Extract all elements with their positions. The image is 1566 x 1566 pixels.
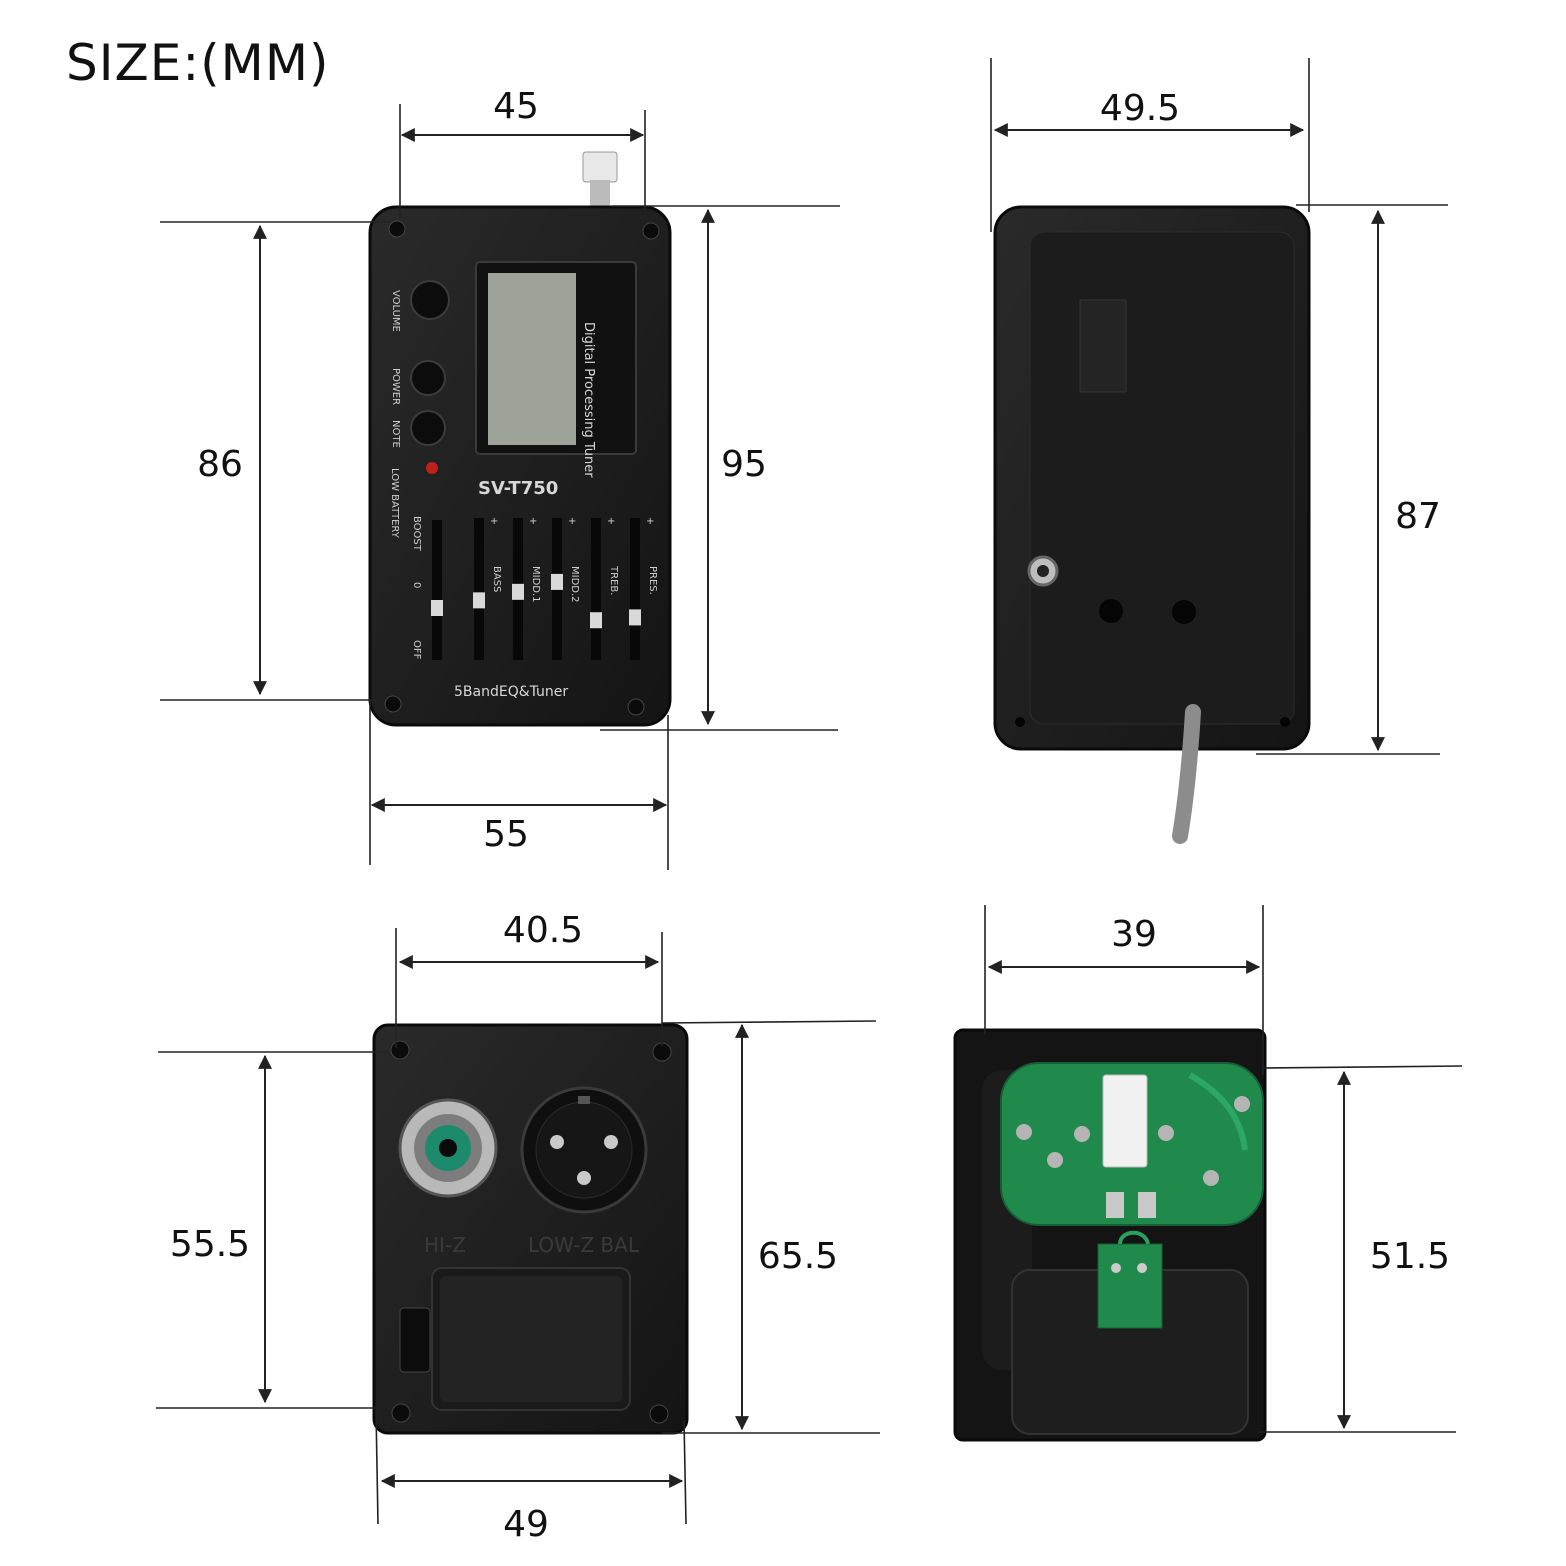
eq-slider-midd2-handle[interactable] [551, 573, 563, 590]
pcb-component [1138, 1192, 1156, 1218]
connector-wires [590, 180, 610, 206]
eq-slider-label: PRES. [647, 566, 658, 595]
pcb-solder-point [1158, 1125, 1174, 1141]
xlr-pin [550, 1135, 564, 1149]
dim-front-right-height: 95 [721, 444, 767, 485]
model-name: SV-T750 [478, 478, 558, 499]
screw-icon [627, 698, 645, 716]
pcb-solder-point [1047, 1152, 1063, 1168]
eq-slider-midd1-handle[interactable] [512, 583, 524, 600]
eq-slider-label: MIDD.1 [530, 566, 541, 603]
pcb-wire [1118, 1230, 1150, 1245]
eq-slider-track [630, 518, 640, 660]
screw-icon [1015, 717, 1025, 727]
battery-cover-inner [440, 1276, 622, 1402]
boost-switch-track [432, 520, 442, 660]
volume-knob[interactable] [410, 280, 450, 320]
connector-plug [582, 151, 618, 183]
xlr-pin [604, 1135, 618, 1149]
pcb-dimensions: 39 51.5 [984, 905, 1463, 1433]
screw-icon [390, 1040, 410, 1060]
eq-slider-bass-handle[interactable] [473, 592, 485, 609]
pcb-solder-point [1074, 1126, 1090, 1142]
rohs-mark-icon [1079, 299, 1127, 393]
note-label: NOTE [390, 420, 401, 448]
eq-slider-label: BASS [491, 566, 502, 592]
lcd-label: Digital Processing Tuner [581, 322, 596, 478]
dim-front-top-width: 45 [493, 86, 539, 127]
eq-plus-mark: + [490, 516, 498, 527]
jack-panel-device: HI-Z LOW-Z BAL [372, 1023, 689, 1435]
low-battery-led [426, 462, 438, 474]
eq-slider-pres-handle[interactable] [629, 609, 641, 626]
screw-icon [384, 695, 402, 713]
boost-label: BOOST [411, 516, 422, 552]
eq-plus-mark: + [646, 516, 654, 527]
xlr-latch [578, 1096, 590, 1104]
device-footer-label: 5BandEQ&Tuner [454, 684, 568, 700]
front-dimensions: 45 86 95 55 [160, 86, 840, 870]
back-dimensions: 49.5 87 [990, 58, 1448, 755]
dim-back-height: 87 [1395, 496, 1441, 537]
eq-slider-label: MIDD.2 [569, 566, 580, 603]
power-label: POWER [390, 368, 401, 405]
screw-icon [388, 220, 406, 238]
page-title: SIZE:(MM) [66, 34, 329, 92]
pcb-solder-point [1016, 1124, 1032, 1140]
eq-plus-mark: + [568, 516, 576, 527]
screw-icon [1280, 717, 1290, 727]
front-panel-device: Digital Processing Tuner VOLUME POWER NO… [368, 151, 672, 727]
pcb-solder-point [1137, 1263, 1147, 1273]
eq-slider-track [474, 518, 484, 660]
dim-front-bottom-width: 55 [483, 814, 529, 855]
battery-latch-icon[interactable] [399, 1307, 431, 1373]
pcb-component [1106, 1192, 1124, 1218]
note-button[interactable] [410, 410, 446, 446]
boost-on-label: 0 [411, 582, 422, 588]
hiz-jack-hole [439, 1139, 457, 1157]
boost-off-label: OFF [411, 640, 422, 660]
dim-jack-left-height: 55.5 [170, 1224, 250, 1265]
dim-jack-right-height: 65.5 [758, 1236, 838, 1277]
eq-slider-label: TREB. [608, 565, 619, 595]
dim-pcb-width: 39 [1111, 914, 1157, 955]
screw-icon [391, 1403, 411, 1423]
eq-plus-mark: + [529, 516, 537, 527]
trim-hole-icon [1172, 600, 1196, 624]
screw-icon [642, 222, 660, 240]
boost-switch-handle[interactable] [431, 600, 443, 616]
lowz-label: LOW-Z BAL [528, 1233, 640, 1257]
pcb-solder-point [1234, 1096, 1250, 1112]
eq-slider-track [591, 518, 601, 660]
hiz-label: HI-Z [424, 1233, 466, 1257]
lcd-screen [488, 273, 576, 445]
power-button[interactable] [410, 360, 446, 396]
pcb-trace [1188, 1072, 1248, 1151]
eq-slider-treb-handle[interactable] [590, 612, 602, 629]
trim-hole-icon [1099, 599, 1123, 623]
jack-dimensions: 40.5 55.5 65.5 49 [156, 910, 880, 1545]
back-inner-panel [1029, 231, 1295, 725]
pcb-solder-point [1203, 1170, 1219, 1186]
screw-icon [649, 1404, 669, 1424]
pcb-connector-icon [1102, 1074, 1148, 1168]
low-battery-label: LOW BATTERY [389, 468, 400, 539]
dim-jack-top-width: 40.5 [503, 910, 583, 951]
back-panel-device [993, 205, 1311, 844]
xlr-pin [577, 1171, 591, 1185]
eq-plus-mark: + [607, 516, 615, 527]
dim-jack-bottom-width: 49 [503, 1504, 549, 1545]
pcb-solder-point [1111, 1263, 1121, 1273]
pcb-small-board [1097, 1243, 1163, 1329]
dim-pcb-height: 51.5 [1370, 1236, 1450, 1277]
dim-front-left-height: 86 [197, 444, 243, 485]
cable-icon [1172, 704, 1201, 844]
pcb-side-device [953, 1028, 1267, 1442]
eq-slider-group: BASS + MIDD.1 + MIDD.2 + TREB. + PRES. + [473, 516, 658, 660]
dim-back-width: 49.5 [1100, 88, 1180, 129]
volume-label: VOLUME [390, 290, 401, 332]
output-jack-hole [1037, 565, 1049, 577]
